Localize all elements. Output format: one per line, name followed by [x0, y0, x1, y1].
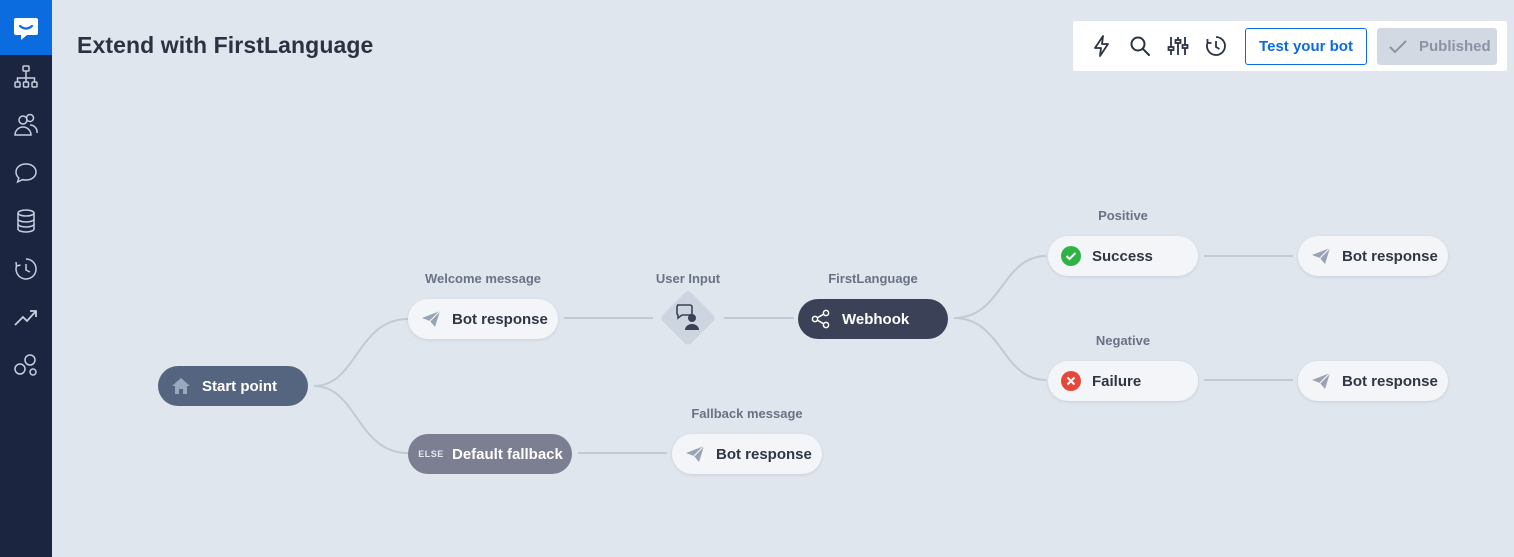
- conversations-icon[interactable]: [0, 151, 52, 195]
- stories-tree-icon[interactable]: [0, 55, 52, 99]
- user-input-node[interactable]: [658, 288, 718, 348]
- x-circle-icon: [1060, 370, 1082, 392]
- check-circle-icon: [1060, 245, 1082, 267]
- lightning-icon[interactable]: [1090, 34, 1114, 58]
- database-icon[interactable]: [0, 199, 52, 243]
- success-node[interactable]: Success: [1048, 236, 1198, 276]
- positive-caption: Positive: [1098, 208, 1148, 223]
- history-icon[interactable]: [1204, 34, 1228, 58]
- integrations-bubbles-icon[interactable]: [0, 343, 52, 387]
- paper-plane-icon: [684, 443, 706, 465]
- chat-bubble-logo-icon[interactable]: [0, 0, 52, 55]
- failure-bot-response-node[interactable]: Bot response: [1298, 361, 1448, 401]
- sliders-icon[interactable]: [1166, 34, 1190, 58]
- webhook-node[interactable]: Webhook: [798, 299, 948, 339]
- user-input-caption: User Input: [655, 271, 721, 286]
- welcome-bot-response-label: Bot response: [452, 310, 548, 328]
- failure-label: Failure: [1092, 372, 1142, 390]
- published-label: Published: [1419, 38, 1491, 55]
- welcome-bot-response-node[interactable]: Bot response: [408, 299, 558, 339]
- firstlanguage-caption: FirstLanguage: [828, 271, 918, 286]
- users-icon[interactable]: [0, 103, 52, 147]
- paper-plane-icon: [1310, 245, 1332, 267]
- checkmark-icon: [1389, 39, 1407, 53]
- default-fallback-node[interactable]: ELSE Default fallback: [408, 434, 572, 474]
- test-your-bot-button[interactable]: Test your bot: [1245, 28, 1367, 65]
- home-icon: [170, 375, 192, 397]
- success-bot-response-label: Bot response: [1342, 247, 1438, 265]
- toolbar: Test your bot Published: [1073, 21, 1507, 71]
- history-icon[interactable]: [0, 247, 52, 291]
- reports-trend-icon[interactable]: [0, 295, 52, 339]
- share-nodes-icon: [810, 308, 832, 330]
- success-bot-response-node[interactable]: Bot response: [1298, 236, 1448, 276]
- paper-plane-icon: [420, 308, 442, 330]
- fallback-bot-response-label: Bot response: [716, 445, 812, 463]
- negative-caption: Negative: [1095, 333, 1151, 348]
- failure-bot-response-label: Bot response: [1342, 372, 1438, 390]
- flow-connectors: [313, 255, 1293, 454]
- start-point-label: Start point: [202, 377, 277, 395]
- webhook-label: Webhook: [842, 310, 910, 328]
- else-badge: ELSE: [418, 449, 444, 459]
- start-point-node[interactable]: Start point: [158, 366, 308, 406]
- failure-node[interactable]: Failure: [1048, 361, 1198, 401]
- welcome-message-caption: Welcome message: [424, 271, 542, 286]
- search-icon[interactable]: [1128, 34, 1152, 58]
- flow-canvas[interactable]: Start point Welcome message Bot response…: [52, 0, 1514, 557]
- page-title: Extend with FirstLanguage: [77, 32, 374, 58]
- published-button[interactable]: Published: [1377, 28, 1497, 65]
- paper-plane-icon: [1310, 370, 1332, 392]
- default-fallback-label: Default fallback: [452, 445, 563, 463]
- fallback-message-caption: Fallback message: [691, 406, 803, 421]
- user-chat-icon: [676, 304, 699, 330]
- success-label: Success: [1092, 247, 1153, 265]
- fallback-bot-response-node[interactable]: Bot response: [672, 434, 822, 474]
- sidebar: [0, 0, 52, 557]
